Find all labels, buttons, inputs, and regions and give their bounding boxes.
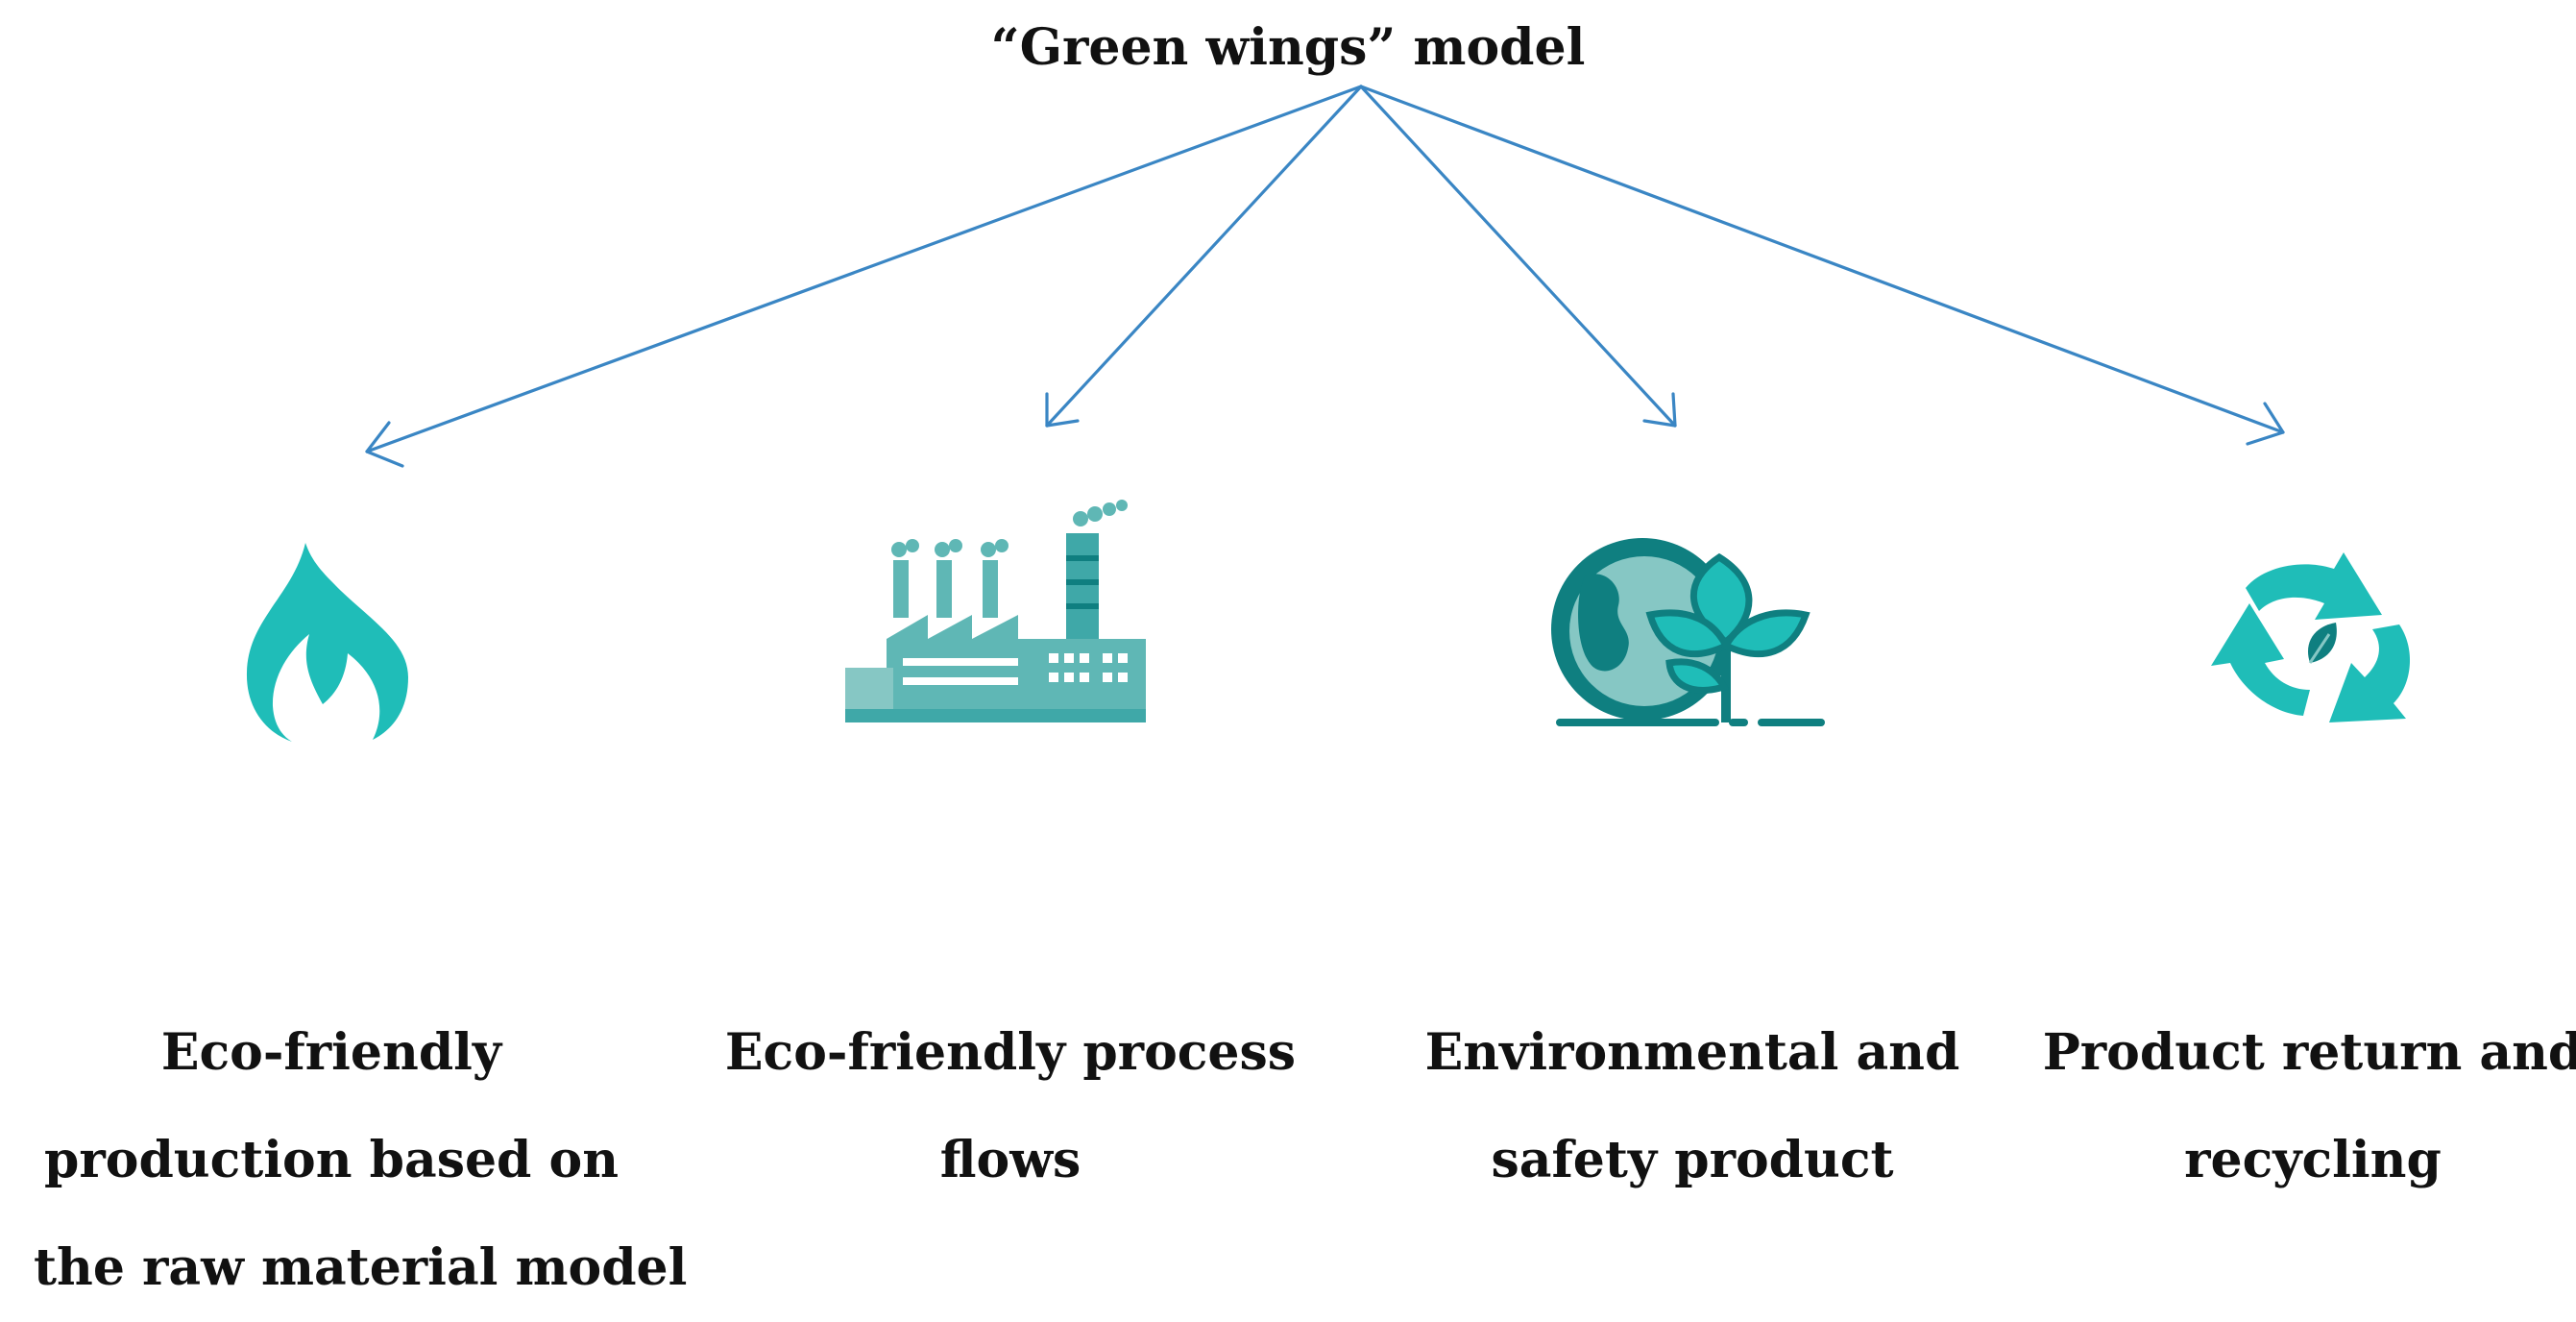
- caption-line: Product return and: [2042, 1023, 2576, 1082]
- arrow-head-4: [2246, 402, 2285, 446]
- arrow-line-4: [1359, 85, 2285, 434]
- caption-line: the raw material model: [34, 1238, 688, 1297]
- recycle-icon: [2211, 552, 2411, 722]
- caption-line: recycling: [2184, 1131, 2442, 1189]
- arrow-head-3: [1642, 392, 1677, 428]
- caption-line: production based on: [44, 1131, 619, 1189]
- diagram-title: “Green wings” model: [990, 18, 1586, 77]
- branch-caption-raw-material: Eco-friendly production based on the raw…: [34, 999, 688, 1322]
- branch-caption-safety-product: Environmental and safety product: [1395, 999, 1990, 1214]
- arrow-line-3: [1359, 85, 1677, 428]
- caption-line: Environmental and: [1424, 1023, 1960, 1082]
- branch-caption-return-recycling: Product return and recycling: [2015, 999, 2576, 1214]
- branch-arrows: [365, 85, 2285, 468]
- caption-line: safety product: [1491, 1131, 1894, 1189]
- caption-line: Eco-friendly process: [724, 1023, 1297, 1082]
- flame-icon: [246, 543, 408, 742]
- factory-icon: [845, 500, 1146, 722]
- earth-plant-icon: [1551, 538, 1825, 726]
- arrow-line-1: [365, 85, 1363, 453]
- arrow-head-2: [1045, 392, 1080, 428]
- caption-line: Eco-friendly: [160, 1023, 502, 1082]
- arrow-head-1: [365, 421, 404, 468]
- arrow-line-2: [1045, 85, 1363, 428]
- caption-line: flows: [939, 1131, 1081, 1189]
- branch-caption-process-flows: Eco-friendly process flows: [713, 999, 1308, 1214]
